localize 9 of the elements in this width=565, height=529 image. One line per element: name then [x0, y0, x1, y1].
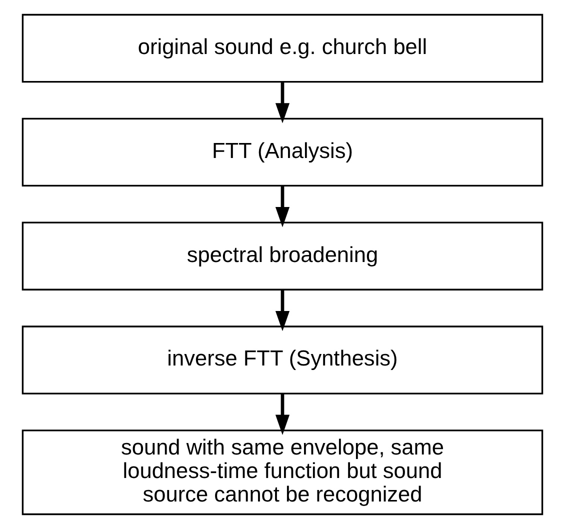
arrow [275, 290, 290, 332]
node-box: sound with same envelope, same loudness-time function but sound source cannot be recognized [22, 430, 544, 516]
node-box: FTT (Analysis) [22, 118, 544, 187]
arrow [275, 186, 290, 228]
node-box: inverse FTT (Synthesis) [22, 326, 544, 394]
arrow [275, 394, 290, 435]
node-box: spectral broadening [22, 222, 544, 290]
node-box: original sound e.g. church bell [22, 14, 544, 83]
arrow [275, 82, 290, 124]
